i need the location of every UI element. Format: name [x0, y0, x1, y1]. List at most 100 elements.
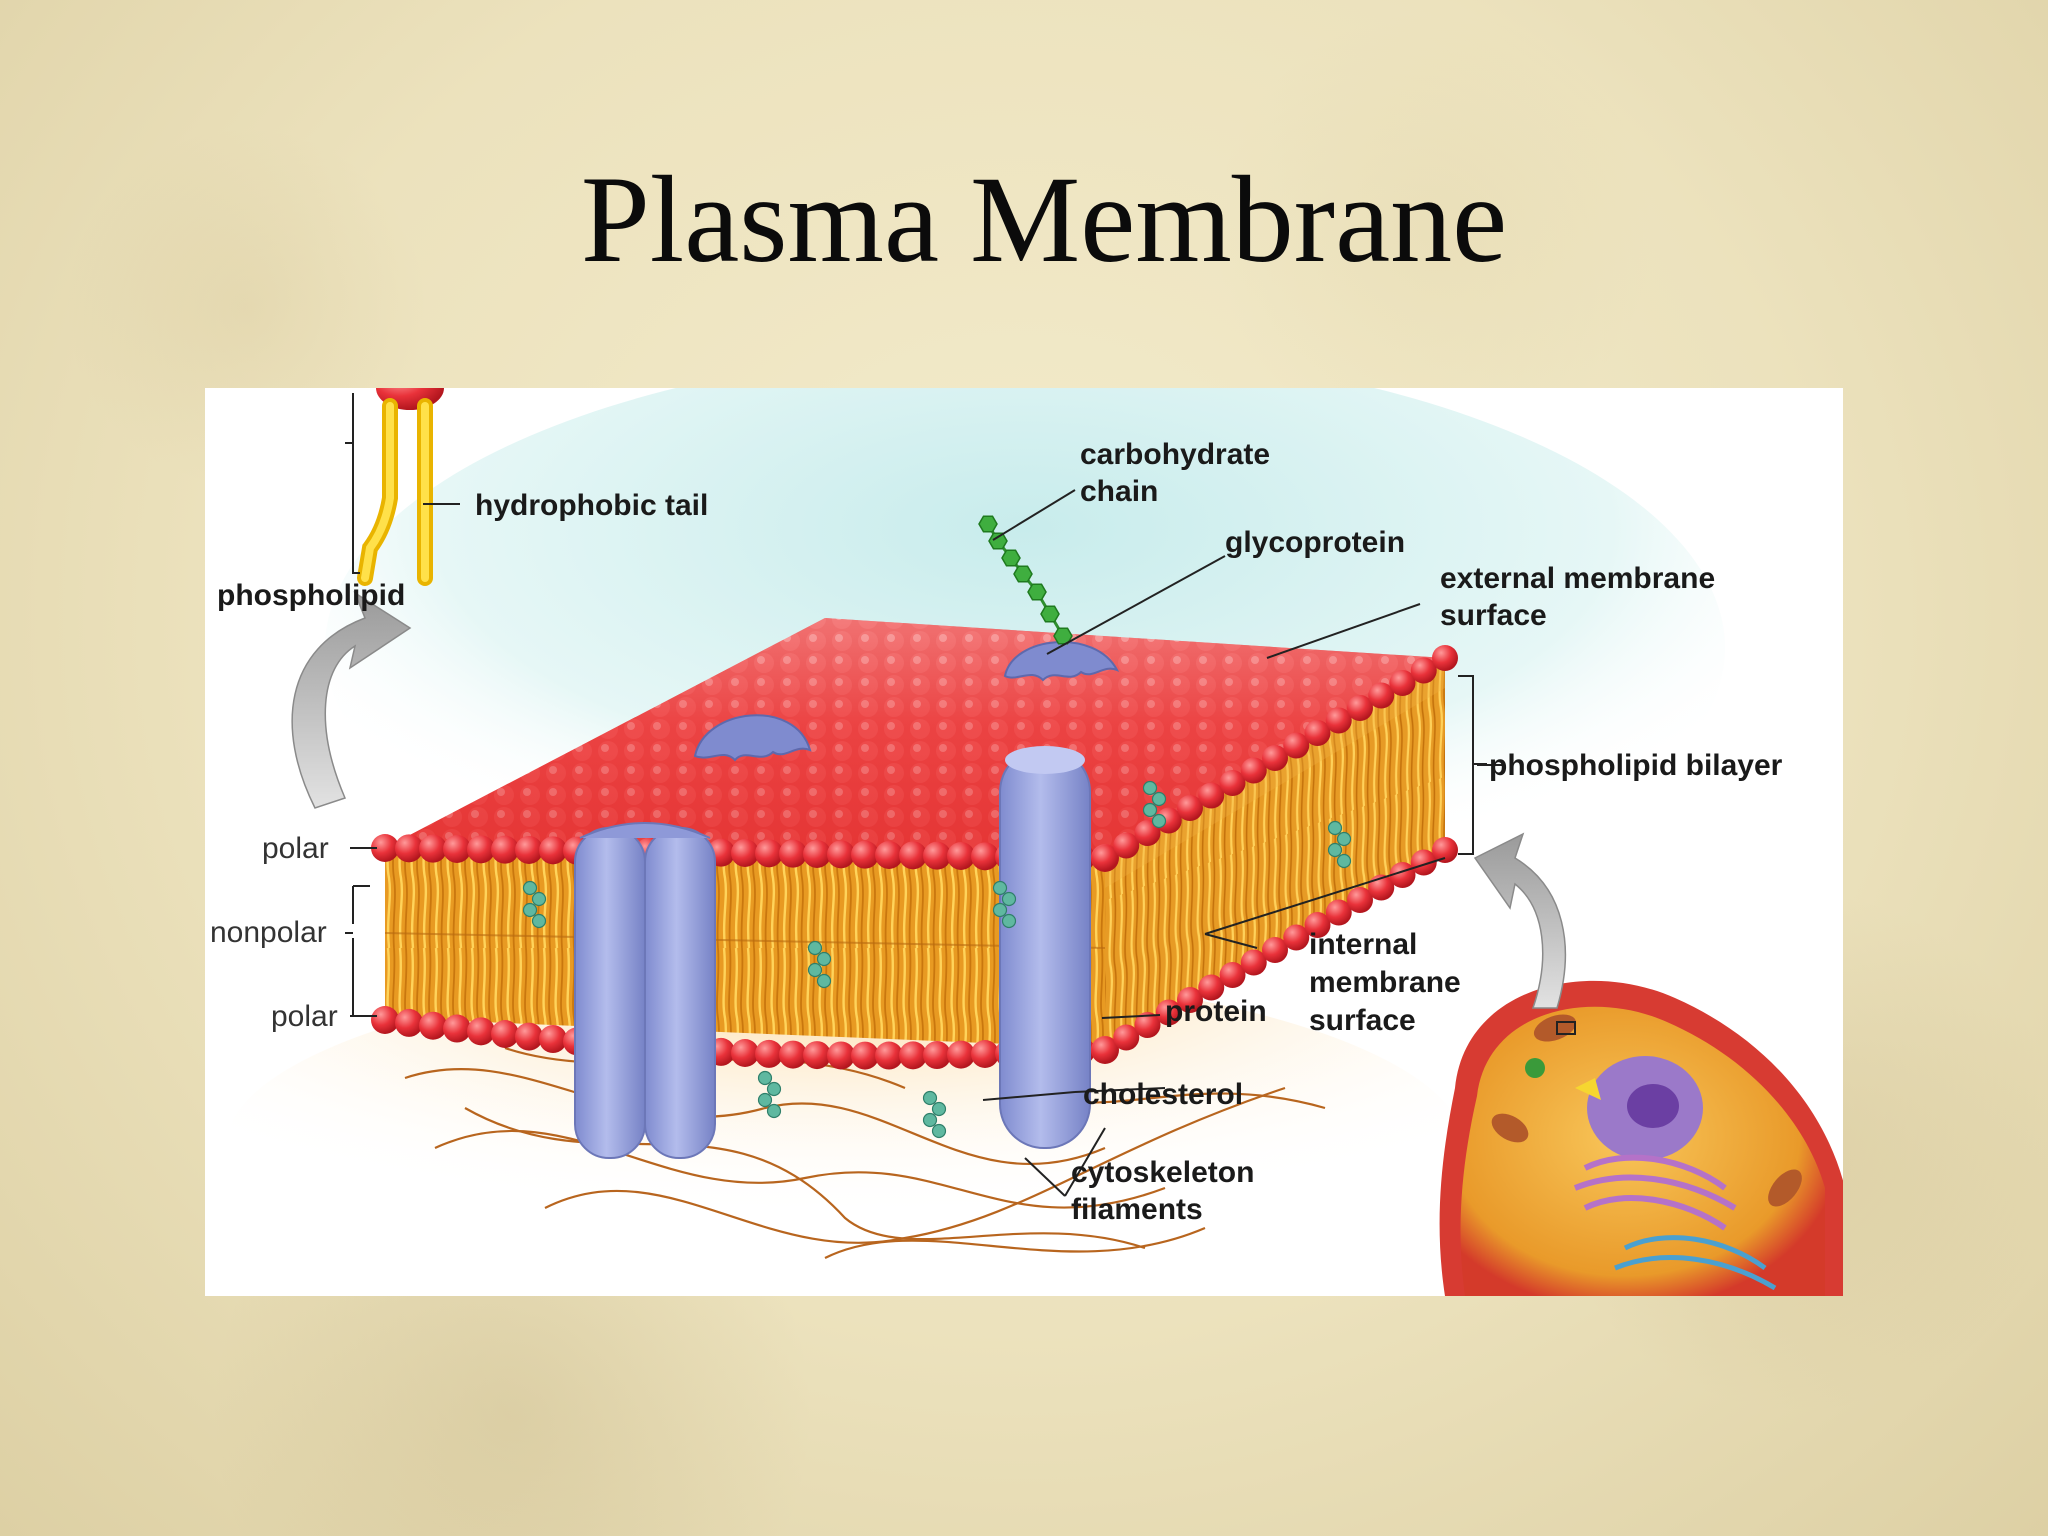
- cholesterol-molecule: [1336, 853, 1352, 869]
- cholesterol-molecule: [1327, 842, 1343, 858]
- polar-head: [1283, 732, 1310, 759]
- label-nonpolar: nonpolar: [210, 916, 327, 949]
- polar-head: [1240, 949, 1267, 976]
- cholesterol-molecule: [766, 1103, 782, 1119]
- phospholipid-arrow: [291, 591, 412, 809]
- cell-inset: [1439, 980, 1843, 1296]
- polar-head: [827, 1041, 855, 1070]
- glycoprotein: [1003, 641, 1120, 682]
- sugar-bead: [978, 515, 998, 533]
- label-hydrophobic-tail: hydrophobic tail: [475, 489, 708, 522]
- label-external-surface-2: surface: [1440, 599, 1547, 632]
- polar-head: [539, 836, 567, 865]
- cholesterol-molecule: [757, 1070, 773, 1086]
- peripheral-protein: [693, 714, 812, 762]
- cholesterol-molecule: [531, 891, 547, 907]
- polar-head: [1134, 1012, 1161, 1038]
- polar-head: [1325, 707, 1352, 734]
- cholesterol-molecule: [1142, 802, 1158, 818]
- membrane-figure: hydrophobic tail phospholipid carbohydra…: [205, 388, 1843, 1296]
- polar-head: [1389, 670, 1416, 696]
- polar-head: [851, 1041, 879, 1070]
- label-phospholipid-bilayer: phospholipid bilayer: [1489, 749, 1783, 782]
- sugar-bead: [1040, 605, 1060, 623]
- polar-head: [1304, 720, 1331, 746]
- transmembrane-protein: [999, 746, 1091, 1149]
- polar-head: [731, 1039, 759, 1067]
- label-internal-surface-3: surface: [1309, 1004, 1416, 1037]
- polar-head: [491, 1020, 519, 1048]
- leader-lines: [423, 489, 1505, 1197]
- polar-head: [1134, 820, 1161, 846]
- polar-head: [467, 1017, 495, 1046]
- polar-head: [1113, 1024, 1140, 1051]
- polar-head: [1177, 795, 1203, 821]
- polar-head: [947, 842, 975, 870]
- polar-head: [419, 834, 447, 863]
- polar-head: [1347, 887, 1373, 913]
- polar-head: [1092, 845, 1118, 871]
- label-internal-surface-1: internal: [1309, 928, 1417, 961]
- cholesterol-molecule: [766, 1081, 782, 1097]
- label-cholesterol: cholesterol: [1083, 1078, 1243, 1111]
- polar-head: [1240, 757, 1267, 784]
- polar-head: [539, 1025, 567, 1054]
- polar-head: [947, 1040, 975, 1069]
- label-phospholipid: phospholipid: [217, 579, 405, 612]
- polar-head: [923, 841, 951, 870]
- sugar-bead: [988, 532, 1008, 550]
- cholesterol-molecule: [816, 951, 832, 967]
- polar-head: [1410, 849, 1437, 876]
- label-protein: protein: [1165, 995, 1267, 1028]
- sugar-bead: [1001, 549, 1021, 567]
- polar-head: [1368, 682, 1395, 709]
- polar-head: [1177, 987, 1203, 1013]
- sugar-bead: [1027, 583, 1047, 601]
- polar-head: [899, 1041, 927, 1070]
- label-polar-top: polar: [262, 832, 329, 865]
- carbohydrate-chain: [978, 515, 1073, 645]
- cholesterol-molecule: [922, 1090, 938, 1106]
- membrane-front-face: [384, 848, 1106, 1048]
- label-polar-bottom: polar: [271, 1000, 338, 1033]
- polar-head: [1262, 745, 1288, 771]
- cholesterol-molecule: [1327, 820, 1343, 836]
- cholesterol-molecule: [757, 1092, 773, 1108]
- polar-head: [971, 1040, 999, 1068]
- polar-head: [1262, 937, 1288, 963]
- cholesterol-molecule: [1151, 813, 1167, 829]
- cell-arrow: [1473, 832, 1567, 1009]
- polar-head: [443, 1014, 471, 1043]
- polar-head: [491, 835, 519, 864]
- label-cytoskeleton-2: filaments: [1071, 1193, 1203, 1226]
- slide-title: Plasma Membrane: [580, 151, 1508, 288]
- cholesterol-molecule: [992, 902, 1008, 918]
- cholesterol-molecule: [522, 880, 538, 896]
- cholesterol-clusters: [522, 780, 1352, 1139]
- label-carbohydrate-chain-1: carbohydrate: [1080, 438, 1270, 471]
- cholesterol-molecule: [807, 962, 823, 978]
- polar-heads-right-edge: [1092, 645, 1458, 871]
- polar-head: [755, 1039, 783, 1068]
- channel-protein: [574, 822, 716, 1159]
- polarity-bracket: [345, 847, 377, 1017]
- polar-head: [851, 840, 879, 869]
- polar-head: [1432, 837, 1458, 863]
- polar-head: [803, 840, 831, 868]
- polar-head: [923, 1041, 951, 1070]
- polar-head: [779, 1040, 807, 1069]
- polar-head: [443, 835, 471, 863]
- label-glycoprotein: glycoprotein: [1225, 526, 1405, 559]
- cholesterol-molecule: [807, 940, 823, 956]
- polar-head: [1198, 782, 1225, 809]
- polar-head: [1304, 912, 1331, 938]
- cholesterol-molecule: [922, 1112, 938, 1128]
- polar-head: [1283, 924, 1310, 951]
- polar-head: [1113, 832, 1140, 859]
- polar-head: [1325, 899, 1352, 926]
- cholesterol-molecule: [1142, 780, 1158, 796]
- cholesterol-molecule: [1001, 891, 1017, 907]
- polar-head: [1219, 770, 1246, 796]
- external-membrane-surface: [385, 618, 1445, 858]
- cholesterol-molecule: [992, 880, 1008, 896]
